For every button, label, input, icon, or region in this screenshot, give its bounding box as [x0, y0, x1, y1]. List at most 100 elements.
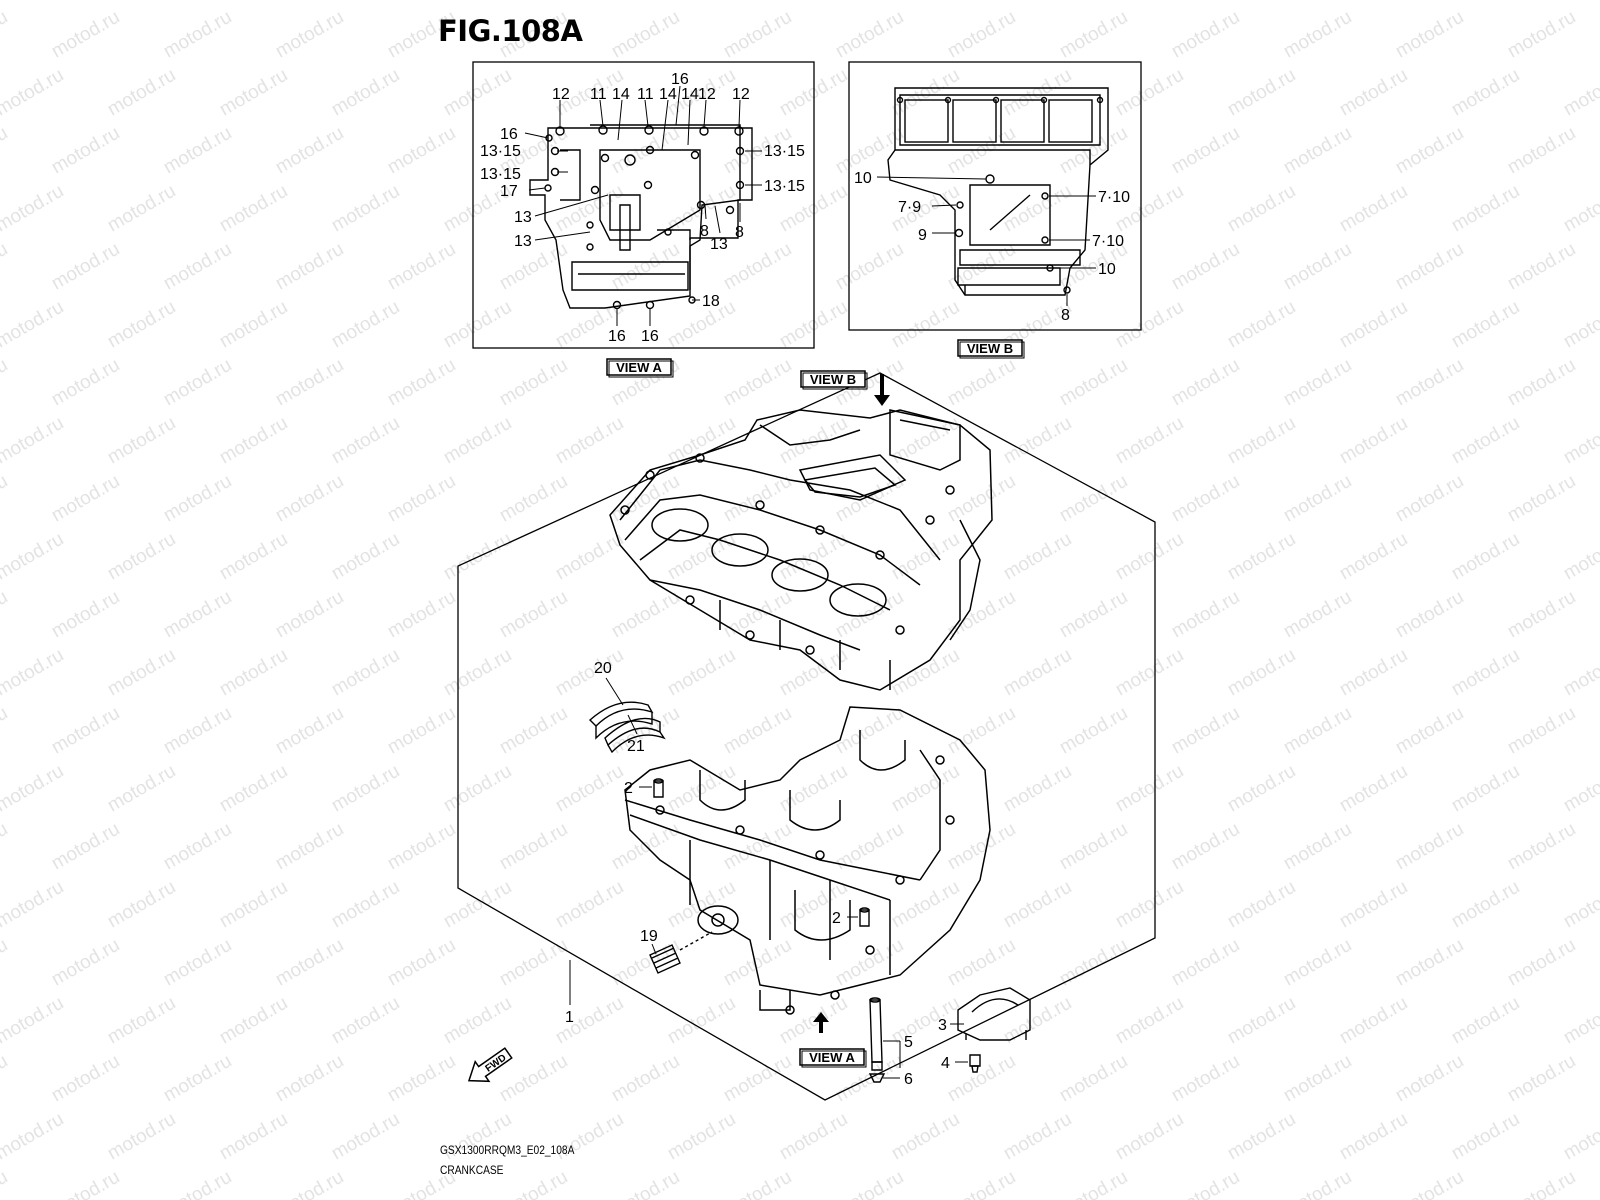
watermark-text: motod.ru: [888, 993, 963, 1049]
watermark-text: motod.ru: [496, 819, 571, 875]
watermark-text: motod.ru: [160, 819, 235, 875]
watermark-text: motod.ru: [328, 413, 403, 469]
watermark-text: motod.ru: [0, 703, 11, 759]
watermark-text: motod.ru: [384, 819, 459, 875]
figure-name: CRANKCASE: [440, 1163, 504, 1177]
watermark-text: motod.ru: [1392, 7, 1467, 63]
watermark-text: motod.ru: [0, 645, 67, 701]
watermark-text: motod.ru: [1392, 935, 1467, 991]
watermark-text: motod.ru: [384, 1051, 459, 1107]
watermark-text: motod.ru: [384, 355, 459, 411]
watermark-text: motod.ru: [888, 297, 963, 353]
watermark-text: motod.ru: [720, 7, 795, 63]
watermark-text: motod.ru: [1560, 877, 1600, 933]
watermark-text: motod.ru: [1112, 993, 1187, 1049]
watermark-text: motod.ru: [1280, 355, 1355, 411]
watermark-text: motod.ru: [0, 471, 11, 527]
watermark-text: motod.ru: [1448, 993, 1523, 1049]
watermark-text: motod.ru: [552, 645, 627, 701]
watermark-text: motod.ru: [1056, 703, 1131, 759]
watermark-text: motod.ru: [664, 645, 739, 701]
watermark-text: motod.ru: [832, 239, 907, 295]
watermark-text: motod.ru: [0, 877, 67, 933]
watermark-text: motod.ru: [440, 297, 515, 353]
watermark-text: motod.ru: [48, 935, 123, 991]
watermark-text: motod.ru: [496, 471, 571, 527]
watermark-text: motod.ru: [1336, 65, 1411, 121]
watermark-text: motod.ru: [1280, 587, 1355, 643]
watermark-text: motod.ru: [272, 355, 347, 411]
watermark-text: motod.ru: [944, 7, 1019, 63]
watermark-text: motod.ru: [216, 645, 291, 701]
watermark-text: motod.ru: [1280, 7, 1355, 63]
watermark-text: motod.ru: [272, 239, 347, 295]
watermark-text: motod.ru: [1056, 7, 1131, 63]
watermark-text: motod.ru: [440, 645, 515, 701]
watermark-text: motod.ru: [1504, 7, 1579, 63]
watermark-text: motod.ru: [384, 703, 459, 759]
watermark-text: motod.ru: [1448, 65, 1523, 121]
watermark-text: motod.ru: [1224, 877, 1299, 933]
watermark-text: motod.ru: [944, 703, 1019, 759]
watermark-text: motod.ru: [104, 65, 179, 121]
watermark-text: motod.ru: [1000, 0, 1075, 4]
watermark-text: motod.ru: [944, 587, 1019, 643]
watermark-text: motod.ru: [1504, 355, 1579, 411]
watermark-text: motod.ru: [216, 65, 291, 121]
watermark-text: motod.ru: [272, 935, 347, 991]
pipe-5-drawing: [868, 997, 886, 1083]
view-a-label-12a: 12: [552, 86, 570, 103]
watermark-text: motod.ru: [1336, 993, 1411, 1049]
watermark-text: motod.ru: [1168, 471, 1243, 527]
view-a-label-11a: 11: [590, 86, 607, 103]
watermark-text: motod.ru: [1056, 1167, 1131, 1200]
watermark-text: motod.ru: [944, 355, 1019, 411]
watermark-text: motod.ru: [664, 1109, 739, 1165]
watermark-text: motod.ru: [1504, 935, 1579, 991]
watermark-text: motod.ru: [1168, 587, 1243, 643]
watermark-text: motod.ru: [272, 1167, 347, 1200]
watermark-text: motod.ru: [664, 877, 739, 933]
watermark-text: motod.ru: [160, 1051, 235, 1107]
watermark-text: motod.ru: [328, 1109, 403, 1165]
watermark-text: motod.ru: [104, 1109, 179, 1165]
watermark-text: motod.ru: [160, 471, 235, 527]
watermark-text: motod.ru: [328, 645, 403, 701]
view-b-caption-text: VIEW B: [967, 341, 1013, 356]
watermark-text: motod.ru: [1168, 935, 1243, 991]
watermark-text: motod.ru: [1392, 1167, 1467, 1200]
watermark-text: motod.ru: [1560, 181, 1600, 237]
watermark-text: motod.ru: [1336, 645, 1411, 701]
watermark-text: motod.ru: [1056, 935, 1131, 991]
watermark-text: motod.ru: [328, 65, 403, 121]
watermark-text: motod.ru: [1224, 993, 1299, 1049]
watermark-text: motod.ru: [1280, 471, 1355, 527]
watermark-text: motod.ru: [216, 181, 291, 237]
watermark-text: motod.ru: [1224, 413, 1299, 469]
watermark-text: motod.ru: [1336, 297, 1411, 353]
view-a-caption: VIEW A: [606, 358, 674, 378]
watermark-text: motod.ru: [888, 413, 963, 469]
watermark-text: motod.ru: [48, 123, 123, 179]
watermark-text: motod.ru: [1280, 1051, 1355, 1107]
watermark-text: motod.ru: [1448, 413, 1523, 469]
bearing-parts-drawing: [588, 701, 666, 754]
watermark-text: motod.ru: [1448, 877, 1523, 933]
watermark-text: motod.ru: [552, 877, 627, 933]
watermark-text: motod.ru: [608, 587, 683, 643]
main-label-4: 4: [941, 1055, 950, 1072]
watermark-text: motod.ru: [776, 413, 851, 469]
watermark-text: motod.ru: [1168, 1167, 1243, 1200]
view-a-arrow-icon: [813, 1012, 829, 1033]
watermark-text: motod.ru: [1448, 297, 1523, 353]
watermark-text: motod.ru: [1056, 819, 1131, 875]
watermark-text: motod.ru: [328, 529, 403, 585]
watermark-text: motod.ru: [216, 877, 291, 933]
watermark-text: motod.ru: [48, 1167, 123, 1200]
view-a-label-8a: 8: [700, 223, 709, 240]
watermark-text: motod.ru: [1224, 297, 1299, 353]
watermark-text: motod.ru: [440, 993, 515, 1049]
watermark-text: motod.ru: [0, 413, 67, 469]
watermark-text: motod.ru: [1336, 877, 1411, 933]
figure-model-code: GSX1300RRQM3_E02_108A: [440, 1143, 575, 1157]
